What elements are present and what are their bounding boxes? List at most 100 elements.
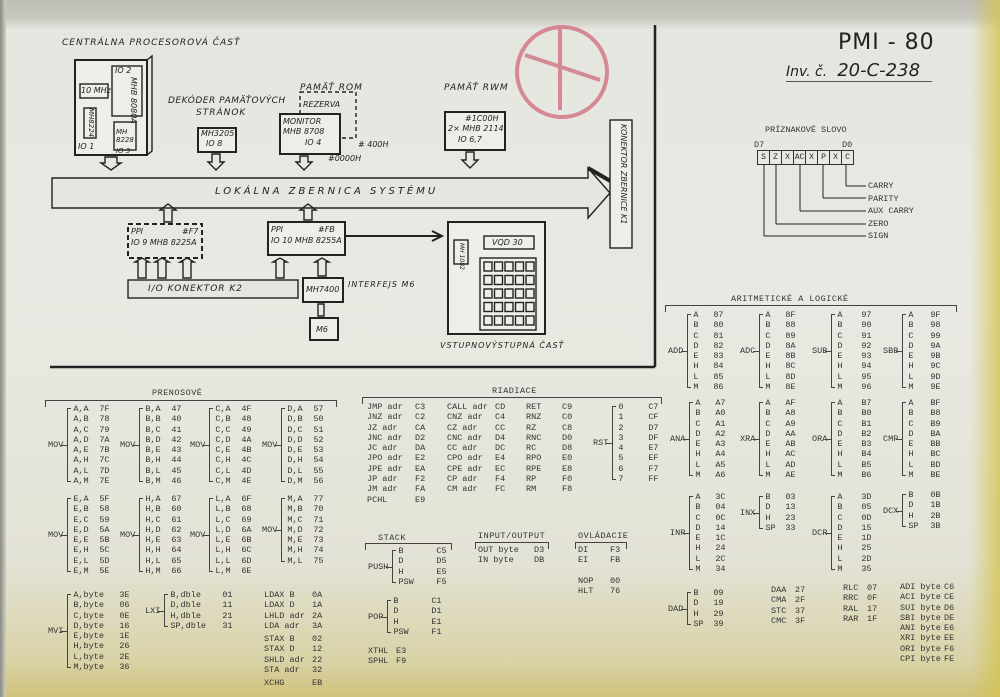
- opcode-row: H 84: [693, 361, 723, 371]
- opcode-hex: 84: [713, 361, 724, 372]
- opcode-hex: E4: [495, 453, 506, 464]
- operand: B: [765, 320, 771, 331]
- opcode-hex: FA: [415, 484, 426, 495]
- operand: H: [693, 361, 699, 372]
- operand: L: [908, 459, 914, 470]
- inventory-value: 20-C-238: [837, 60, 921, 81]
- opcode-hex: B8: [930, 408, 941, 419]
- opcode-hex: 40: [171, 414, 182, 425]
- operand: H: [695, 543, 701, 554]
- operand: E: [695, 439, 701, 450]
- machine-title: OVLÁDACIE: [578, 531, 629, 541]
- arith-bracket: [665, 305, 957, 312]
- opcode-hex: 60: [171, 504, 182, 515]
- operand: A: [693, 310, 699, 320]
- opcode-hex: 9E: [930, 382, 941, 393]
- operand: B: [837, 502, 843, 513]
- flag-label: ZERO: [868, 218, 889, 229]
- keypad-key: [514, 261, 525, 272]
- operand: PSW: [393, 626, 409, 637]
- opcode-hex: 87: [713, 310, 724, 320]
- mnemonic: SUB: [812, 346, 828, 357]
- cpu-io3: IO 3: [116, 147, 131, 155]
- keypad-key: [514, 301, 525, 313]
- operand: CNC adr: [447, 432, 483, 443]
- operand: E,B: [73, 504, 89, 515]
- opcode-hex: 7A: [99, 434, 110, 445]
- operand: D: [837, 522, 843, 533]
- operand: H: [695, 449, 701, 460]
- display-label: VQD 30: [492, 238, 523, 247]
- opcode-hex: 27: [795, 585, 806, 595]
- flag-bit: X: [830, 151, 842, 164]
- opcode-hex: F4: [495, 474, 506, 485]
- opcode-hex: 5D: [99, 555, 110, 566]
- opcode-hex: B2: [861, 428, 872, 439]
- operand: RP: [526, 474, 537, 485]
- operand: JPO adr: [367, 453, 403, 464]
- operand: B,H: [145, 455, 161, 466]
- opcode-hex: CC: [495, 422, 506, 433]
- opcode-hex: 73: [313, 535, 324, 546]
- opcode-hex: 5E: [99, 566, 110, 577]
- operand: SHLD adr: [264, 654, 305, 665]
- operand: M: [908, 382, 914, 393]
- opcode-hex: D6: [944, 602, 955, 613]
- page-edge: [970, 0, 1000, 697]
- operand: E: [837, 533, 843, 544]
- operand: B: [695, 502, 701, 513]
- operand: E,D: [73, 524, 89, 535]
- operand: C: [837, 330, 843, 341]
- opcode-hex: 6D: [241, 555, 252, 566]
- decoder-chip: MH3205: [201, 129, 235, 138]
- opcode-hex: C5: [436, 546, 447, 556]
- opcode-hex: 29: [713, 608, 724, 619]
- opcode-hex: C4: [495, 412, 506, 423]
- operand: RAL: [843, 603, 859, 614]
- operand: A,H: [73, 455, 89, 466]
- operand: A: [908, 398, 914, 408]
- keypad-key: [514, 288, 525, 299]
- opcode-hex: 39: [713, 618, 724, 629]
- operand: H,M: [145, 566, 161, 577]
- operand: H: [765, 361, 771, 372]
- opcode-hex: 19: [713, 598, 724, 609]
- opcode-hex: 1C: [715, 533, 726, 544]
- opcode-hex: 2C: [715, 553, 726, 564]
- opcode-hex: B4: [861, 449, 872, 460]
- opcode-hex: 0B: [930, 490, 941, 500]
- opcode-hex: 2A: [312, 610, 323, 621]
- operand: L: [837, 553, 843, 564]
- opcode-hex: F5: [436, 576, 447, 587]
